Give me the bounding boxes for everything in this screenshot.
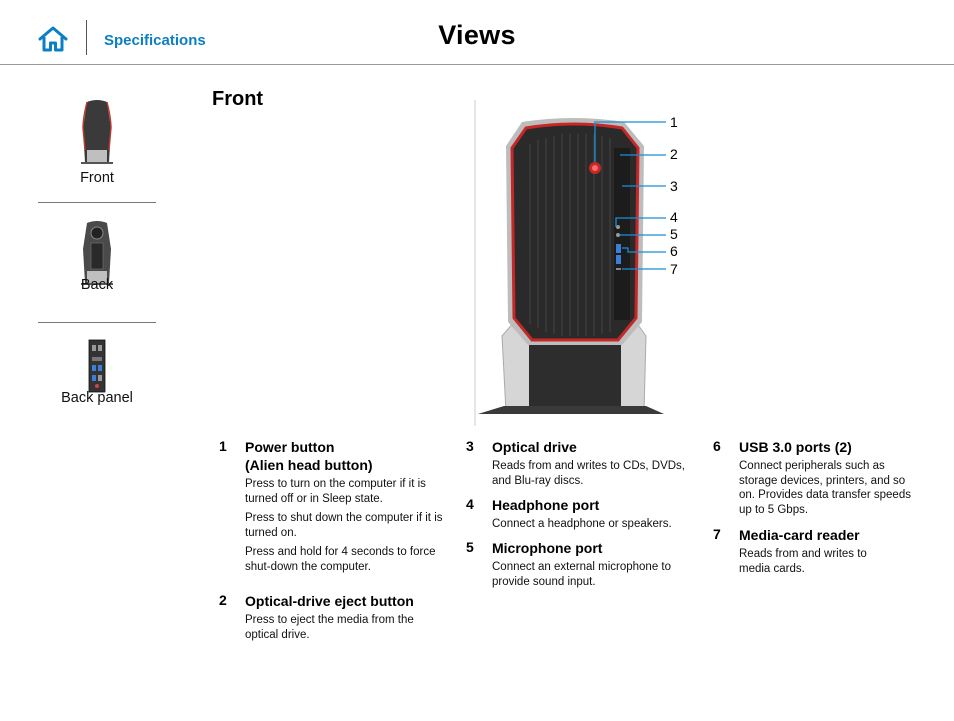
sidebar-item-front[interactable]: Front	[38, 98, 156, 202]
figure-label: 4	[670, 209, 678, 225]
header: Specifications Views	[0, 0, 954, 65]
sidebar-divider	[38, 202, 156, 203]
callout-number: 7	[713, 526, 721, 542]
home-button[interactable]	[38, 26, 68, 52]
page-title: Views	[438, 20, 516, 50]
callout-description: Press to turn on the computer if it is t…	[245, 478, 426, 505]
callout-title: Media-card reader	[739, 527, 860, 543]
callout-number: 4	[466, 496, 474, 512]
figure-label: 2	[670, 146, 678, 162]
figure-label: 5	[670, 226, 678, 242]
sidebar: Front Back Back panel	[38, 96, 156, 423]
sidebar-item-label: Back	[80, 277, 114, 293]
callout-description: Connect a headphone or speakers.	[492, 518, 672, 530]
callout-title: USB 3.0 ports (2)	[739, 439, 852, 455]
callout-number: 1	[219, 438, 227, 454]
callout-number: 2	[219, 592, 227, 608]
callout-title: Headphone port	[492, 497, 600, 513]
callout-description: Reads from and writes to CDs, DVDs, and …	[492, 460, 686, 487]
callout-description: Press to eject the media from the optica…	[245, 614, 414, 641]
front-view-thumbnail	[81, 100, 113, 164]
figure-label: 3	[670, 178, 678, 194]
callout-description: Press to shut down the computer if it is…	[245, 512, 443, 539]
callout-description: Connect peripherals such as storage devi…	[739, 460, 911, 516]
sidebar-divider	[38, 322, 156, 323]
back-panel-thumbnail	[88, 339, 106, 393]
section-title: Front	[212, 88, 264, 110]
callout-number: 6	[713, 438, 721, 454]
callout-title: Optical drive	[492, 439, 577, 455]
figure-label: 6	[670, 243, 678, 259]
callout-description: Reads from and writes to media cards.	[739, 548, 867, 575]
callout-description: Press and hold for 4 seconds to force sh…	[245, 546, 436, 573]
callout-description: Connect an external microphone to provid…	[492, 561, 671, 588]
back-view-thumbnail	[81, 221, 113, 285]
home-icon	[38, 26, 68, 52]
callout-title: (Alien head button)	[245, 457, 373, 473]
figure-label: 7	[670, 261, 678, 277]
sidebar-item-label: Front	[80, 170, 114, 186]
computer-front-view-image: 1 2 3 4 5 6 7	[474, 100, 678, 426]
callout-title: Optical-drive eject button	[245, 593, 414, 609]
sidebar-item-back[interactable]: Back	[38, 203, 156, 322]
callout-title: Microphone port	[492, 540, 603, 556]
sidebar-item-back-panel[interactable]: Back panel	[38, 323, 156, 423]
callout-title: Power button	[245, 439, 335, 455]
specifications-link[interactable]: Specifications	[104, 32, 206, 49]
callout-number: 5	[466, 539, 474, 555]
callout-number: 3	[466, 438, 474, 454]
header-divider	[86, 20, 87, 55]
sidebar-item-label: Back panel	[61, 390, 133, 406]
figure-label: 1	[670, 114, 678, 130]
